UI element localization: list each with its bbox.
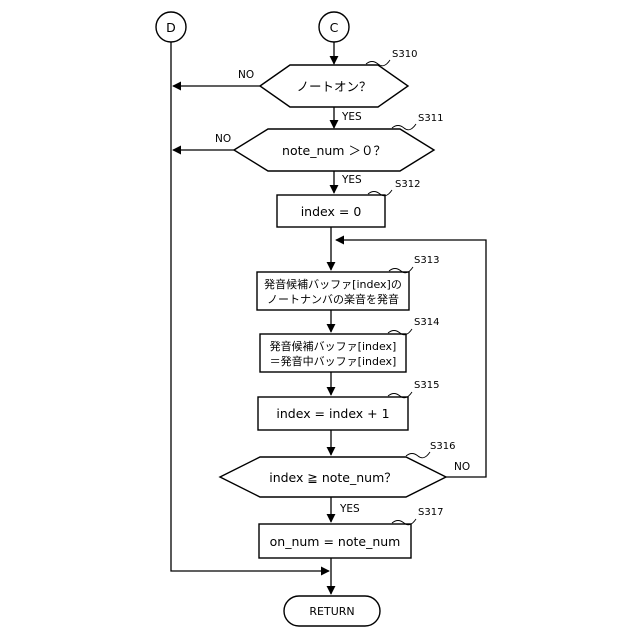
decision-s311-text: note_num ＞０？: [282, 143, 386, 158]
step-label-s315: S315: [414, 380, 439, 391]
decision-s310: ノートオン？: [260, 65, 408, 107]
step-label-s310: S310: [392, 49, 417, 60]
process-s313-line1: 発音候補バッファ[index]の: [264, 277, 402, 291]
edge-label-s310-no: NO: [238, 69, 254, 81]
process-s312-text: index = 0: [301, 204, 362, 219]
decision-s316: index ≧ note_num？: [220, 457, 446, 497]
decision-s316-text: index ≧ note_num？: [269, 470, 397, 485]
process-s314-line1: 発音候補バッファ[index]: [270, 339, 397, 353]
edge-label-s316-no: NO: [454, 461, 470, 473]
step-label-s311: S311: [418, 113, 443, 124]
process-s315: index = index + 1: [258, 397, 408, 430]
connector-c-label: C: [330, 20, 339, 35]
process-s315-text: index = index + 1: [276, 406, 389, 421]
process-s312: index = 0: [277, 195, 385, 227]
terminator-return: RETURN: [284, 596, 380, 626]
step-label-s316: S316: [430, 441, 455, 452]
connector-d-label: D: [166, 20, 176, 35]
terminator-return-text: RETURN: [309, 605, 354, 618]
edge-label-s316-yes: YES: [339, 503, 360, 515]
process-s317: on_num = note_num: [259, 524, 411, 558]
process-s313: 発音候補バッファ[index]の ノートナンバの楽音を発音: [257, 272, 409, 310]
process-s313-line2: ノートナンバの楽音を発音: [267, 292, 399, 306]
decision-s311: note_num ＞０？: [234, 129, 434, 171]
edge-label-s311-no: NO: [215, 133, 231, 145]
edge-label-s311-yes: YES: [341, 174, 362, 186]
step-label-s314: S314: [414, 317, 439, 328]
connector-c: C: [319, 12, 349, 42]
decision-s310-text: ノートオン？: [296, 79, 371, 94]
process-s314: 発音候補バッファ[index] ＝発音中バッファ[index]: [260, 334, 406, 372]
step-label-s312: S312: [395, 179, 420, 190]
edge-label-s310-yes: YES: [341, 111, 362, 123]
process-s317-text: on_num = note_num: [270, 534, 401, 549]
step-leader-s316: [406, 452, 430, 458]
step-label-s313: S313: [414, 255, 439, 266]
connector-d: D: [156, 12, 186, 42]
step-label-s317: S317: [418, 507, 443, 518]
process-s314-line2: ＝発音中バッファ[index]: [270, 354, 397, 368]
